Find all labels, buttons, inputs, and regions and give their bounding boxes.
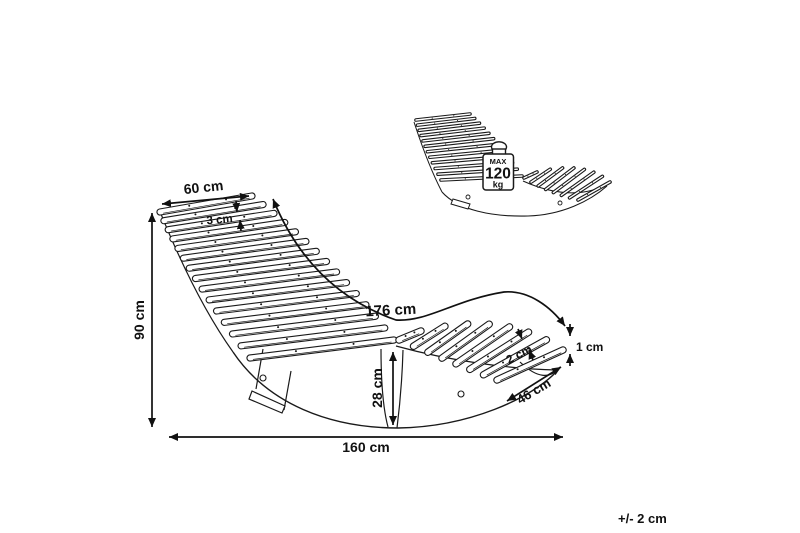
inset-hole (557, 200, 563, 206)
inset-backrest-slats (414, 112, 524, 182)
dim-back-slat-width: 60 cm (161, 177, 250, 208)
ground-clearance-label: 28 cm (369, 368, 385, 408)
max-load-badge: MAX 120 kg (482, 141, 515, 191)
base-hole (259, 374, 267, 382)
support-wall-edge (283, 370, 292, 411)
back-slat-gap-label: 3 cm (206, 213, 233, 227)
seat-width-label: 46 cm (514, 375, 553, 407)
surface-length-label: 176 cm (365, 301, 417, 321)
center-support-right (396, 349, 404, 429)
inset-side-profile (413, 121, 443, 193)
front-foot (248, 390, 286, 414)
backrest-slats (156, 192, 398, 362)
back-slat-width-label: 60 cm (183, 177, 224, 197)
max-load-value: 120 (485, 166, 511, 183)
inset-foot (450, 198, 471, 210)
dim-total-length: 160 cm (169, 433, 563, 455)
seat-slat-gap-arrow-up (528, 349, 537, 361)
total-height-label: 90 cm (131, 300, 147, 340)
inset-seat-slats (522, 166, 612, 202)
back-slat-width-arrow (161, 192, 250, 208)
base-hole (457, 390, 465, 398)
max-load-label: MAX (490, 157, 507, 166)
seat-slat-gap-arrow-down (514, 328, 523, 340)
dim-slat-thickness: 1 cm (566, 324, 603, 366)
dim-surface-length: 176 cm (272, 198, 566, 327)
dim-back-slat-gap: 3 cm (206, 200, 245, 232)
surface-length-curve-arrow (272, 198, 566, 327)
back-slat-gap-arrow-up (236, 219, 245, 232)
back-slat-gap-arrow-down (232, 200, 241, 213)
center-support-left (380, 348, 389, 428)
base-side-profile (160, 213, 234, 353)
tolerance-note: +/- 2 cm (618, 511, 667, 526)
seat-slats (395, 320, 567, 384)
inset-hole (465, 194, 471, 200)
total-length-label: 160 cm (342, 439, 389, 455)
slat-thickness-label: 1 cm (576, 340, 603, 354)
max-load-unit: kg (493, 180, 504, 190)
seat-width-arrow (506, 366, 562, 402)
dim-ground-clearance: 28 cm (369, 352, 397, 425)
dim-total-height: 90 cm (131, 213, 156, 427)
weight-body (482, 153, 515, 191)
